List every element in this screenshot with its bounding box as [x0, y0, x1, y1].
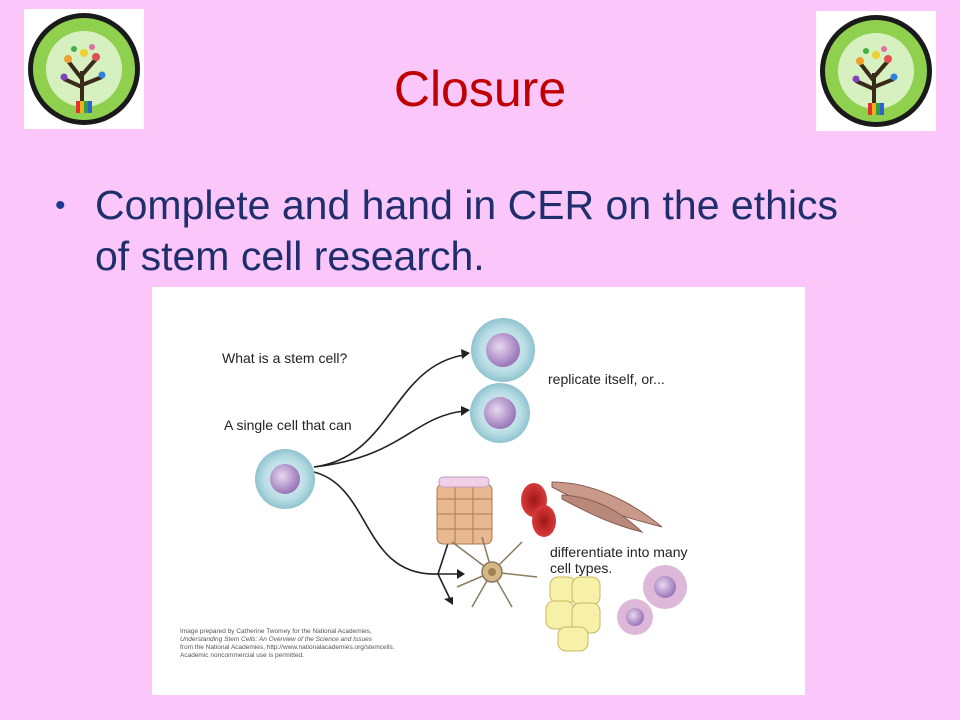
figure-credit-line-4: Academic noncommercial use is permitted. — [180, 652, 304, 659]
figure-credit: Image prepared by Catherine Twomey for t… — [180, 628, 440, 660]
fat-cells — [545, 576, 601, 652]
neuron-cell — [451, 536, 538, 608]
stem-cells-logo-right — [816, 11, 936, 131]
muscle-cells — [551, 481, 663, 533]
figure-credit-line-2: Understanding Stem Cells: An Overview of… — [180, 636, 372, 643]
bullet-text-line-1: Complete and hand in CER on the ethics — [95, 182, 839, 228]
bullet-marker: • — [55, 189, 66, 222]
red-blood-cells — [521, 483, 556, 537]
epithelial-cells — [436, 476, 493, 545]
stem-cell-diagram: What is a stem cell? A single cell that … — [152, 287, 805, 695]
white-blood-cells — [617, 565, 687, 635]
figure-differentiate-line-1: differentiate into many — [550, 544, 688, 560]
figure-credit-line-3: from the National Academies, http://www.… — [180, 644, 395, 651]
stem-cell-replicate-top — [471, 318, 535, 382]
stem-cell-replicate-bottom — [470, 383, 530, 443]
figure-credit-line-1: Image prepared by Catherine Twomey for t… — [180, 628, 372, 635]
figure-single-cell-label: A single cell that can — [224, 417, 352, 433]
stem-cell-origin — [255, 449, 315, 509]
bullet-text: Complete and hand in CER on the ethics o… — [95, 180, 838, 282]
bullet-text-line-2: of stem cell research. — [95, 233, 485, 279]
stem-cells-logo-left — [24, 9, 144, 129]
figure-question: What is a stem cell? — [222, 350, 348, 366]
figure-differentiate-line-2: cell types. — [550, 560, 613, 576]
figure-differentiate-label: differentiate into many cell types. — [550, 544, 688, 576]
bullet-item: • Complete and hand in CER on the ethics… — [55, 180, 915, 282]
figure-replicate-label: replicate itself, or... — [548, 371, 665, 387]
slide-title: Closure — [393, 61, 567, 117]
stem-cell-diagram-graphic — [255, 318, 687, 652]
